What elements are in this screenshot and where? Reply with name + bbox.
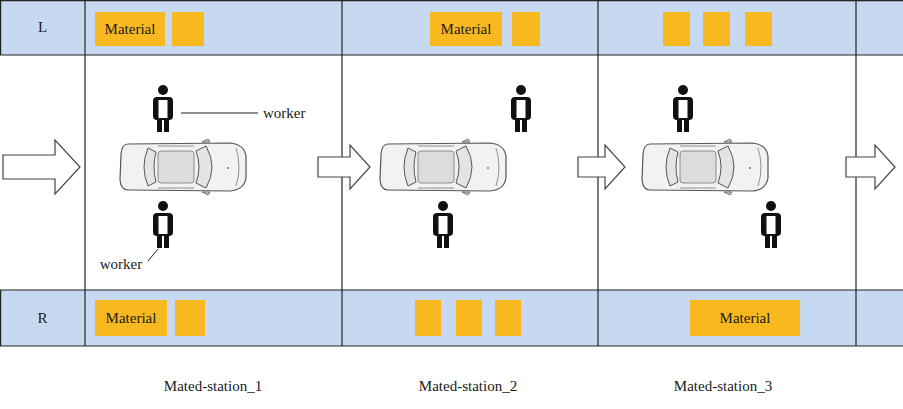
station-grid [0,0,903,346]
node-text: Material [720,310,771,327]
callout-label: worker [263,105,305,122]
material-bin [172,12,772,336]
station-label: Mated-station_2 [419,378,517,395]
material-box: Material [95,12,165,46]
node-text: Material [106,310,157,327]
band-label: R [0,290,85,346]
callout-label: worker [100,256,142,273]
node-text: Material [105,21,156,38]
leader-line [148,113,258,261]
band-label: L [0,0,85,55]
node-text: Material [441,21,492,38]
station-label: Mated-station_1 [164,378,262,395]
material-box: Material [95,300,167,336]
car-body [120,139,768,195]
flow-arrow [3,140,895,194]
left-band [0,0,903,55]
material-box: Material [690,300,800,336]
material-box: Material [430,12,502,46]
worker-figure [153,85,781,248]
right-band [0,290,903,346]
node-text: R [37,310,47,327]
node-text: L [38,19,47,36]
station-label: Mated-station_3 [674,378,772,395]
